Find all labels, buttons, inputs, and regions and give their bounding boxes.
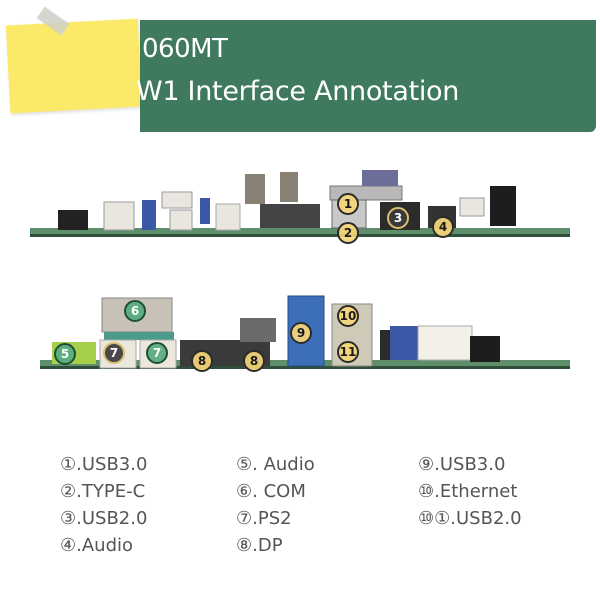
callout-badge: 8 <box>243 350 265 372</box>
callout-badge: 1 <box>337 193 359 215</box>
legend-column-1: ①.USB3.0 ②.TYPE-C ③.USB2.0 ④.Audio <box>60 451 164 559</box>
title-banner <box>140 20 596 132</box>
callout-badge: 3 <box>387 207 409 229</box>
legend-item: ⑧.DP <box>236 535 283 556</box>
callout-badge: 5 <box>54 343 76 365</box>
callout-badge: 2 <box>337 222 359 244</box>
legend-column-2: ⑤. Audio ⑥. COM ⑦.PS2 ⑧.DP <box>236 451 366 559</box>
callout-badge: 4 <box>432 216 454 238</box>
callout-badge: 8 <box>191 350 213 372</box>
legend-item: ⑤. Audio <box>236 454 315 475</box>
legend-item: ③.USB2.0 <box>60 508 148 529</box>
callout-badge: 9 <box>290 322 312 344</box>
callout-badge: 7 <box>103 342 125 364</box>
banner-title-line1: 060MT <box>142 34 228 64</box>
legend-item: ⑥. COM <box>236 481 306 502</box>
legend-column-3: ⑨.USB3.0 ⑩.Ethernet ⑩①.USB2.0 <box>418 451 578 532</box>
banner-title-line2: W1 Interface Annotation <box>136 76 460 107</box>
motherboard-top-view <box>30 162 570 248</box>
legend-item: ⑦.PS2 <box>236 508 292 529</box>
legend-item: ①.USB3.0 <box>60 454 148 475</box>
sticky-note <box>5 18 143 114</box>
callout-badge: 6 <box>124 300 146 322</box>
callout-badge: 10 <box>337 305 359 327</box>
callout-badge: 11 <box>337 341 359 363</box>
legend-item: ⑨.USB3.0 <box>418 454 506 475</box>
legend-item: ⑩.Ethernet <box>418 481 518 502</box>
legend-item: ⑩①.USB2.0 <box>418 508 522 529</box>
legend-item: ④.Audio <box>60 535 134 556</box>
legend-item: ②.TYPE-C <box>60 481 146 502</box>
callout-badge: 7 <box>146 342 168 364</box>
